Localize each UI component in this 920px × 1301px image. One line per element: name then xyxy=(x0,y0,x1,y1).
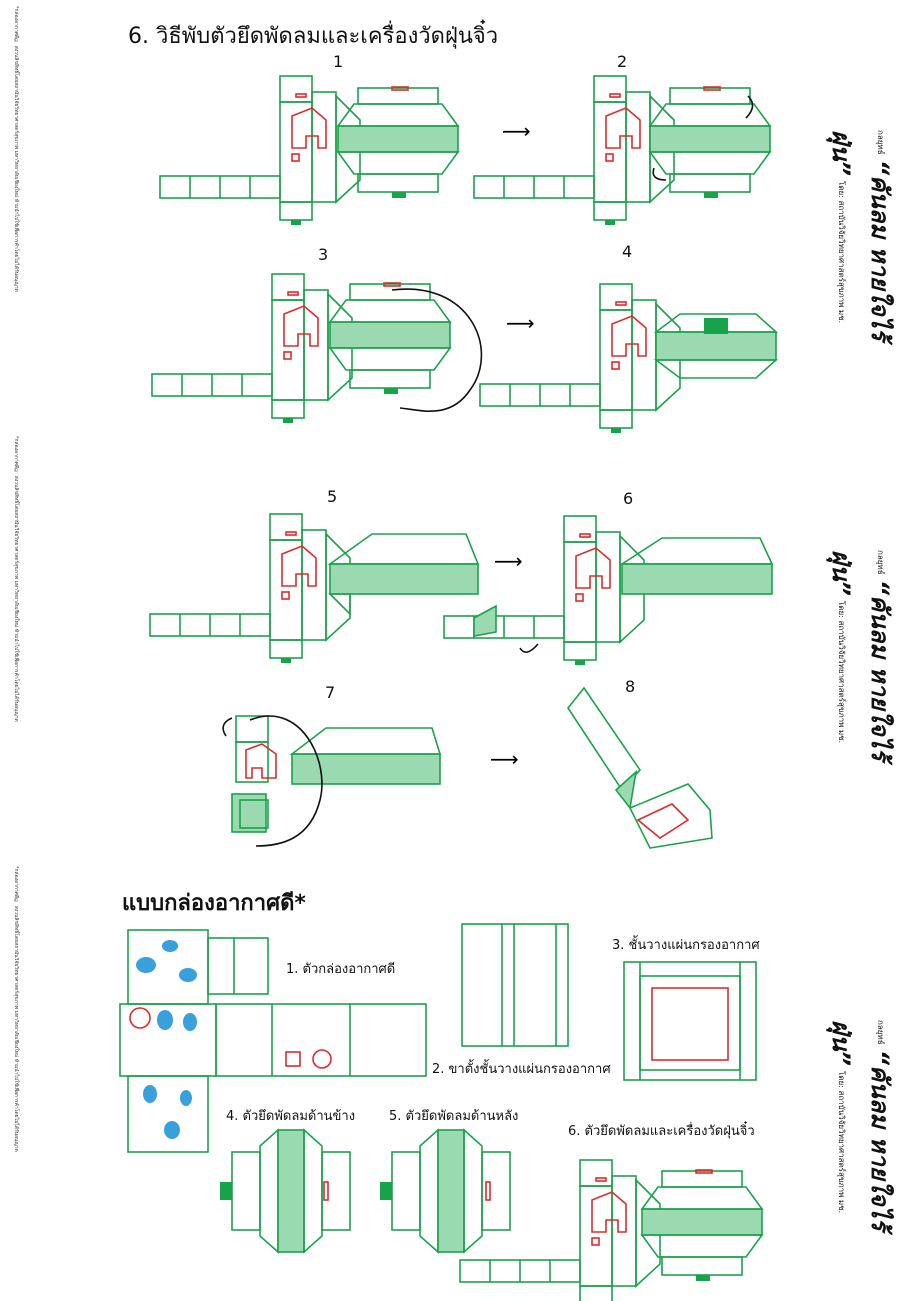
arrow-step-5-6: ⟶ xyxy=(494,549,523,573)
brand-prefix: กลยุทธ์ xyxy=(876,130,885,155)
brand-block-3: กลยุทธ์ “คันลม หายใจไร้ฝุ่น” โดย: สถาบัน… xyxy=(822,1020,900,1260)
brand-block-2: กลยุทธ์ “คันลม หายใจไร้ฝุ่น” โดย: สถาบัน… xyxy=(822,550,900,780)
arrow-step-1-2: ⟶ xyxy=(502,119,531,143)
arrow-step-7-8: ⟶ xyxy=(490,747,519,771)
brand-name: “คันลม หายใจไร้ฝุ่น” xyxy=(827,1020,894,1231)
brand-name: “คันลม หายใจไร้ฝุ่น” xyxy=(827,130,894,341)
box-body-template xyxy=(119,929,427,1153)
brand-prefix: กลยุทธ์ xyxy=(876,1020,885,1045)
step-7-diagram xyxy=(222,715,442,847)
brand-by: โดย: สถาบันวิจัยวิทยาศาสตร์สุขภาพ มช. xyxy=(837,181,846,324)
step-4-diagram xyxy=(479,283,779,434)
part-label-4: 4. ตัวยึดพัดลมด้านข้าง xyxy=(226,1109,356,1124)
step-6-diagram xyxy=(443,515,774,666)
filter-shelf-template xyxy=(623,961,757,1081)
copyright-note-1: *กล่องอากาศดี© สงวนลิขสิทธิ์โดยสถาบันวิจ… xyxy=(13,6,19,292)
step-number-6: 6 xyxy=(623,489,634,508)
part-label-1: 1. ตัวกล่องอากาศดี xyxy=(286,962,396,977)
filter-stand-template xyxy=(461,923,569,1047)
step-1-diagram xyxy=(159,75,459,226)
box-title: แบบกล่องอากาศดี* xyxy=(122,891,306,916)
step-8-diagram xyxy=(567,686,713,849)
step-number-4: 4 xyxy=(622,242,633,261)
brand-block-1: กลยุทธ์ “คันลม หายใจไร้ฝุ่น” โดย: สถาบัน… xyxy=(822,130,900,370)
step-number-7: 7 xyxy=(325,683,336,702)
brand-by: โดย: สถาบันวิจัยวิทยาศาสตร์สุขภาพ มช. xyxy=(837,1071,846,1214)
back-fan-holder-template xyxy=(380,1128,511,1254)
step-number-1: 1 xyxy=(333,52,344,71)
brand-by: โดย: สถาบันวิจัยวิทยาศาสตร์สุขภาพ มช. xyxy=(837,601,846,744)
brand-name: “คันลม หายใจไร้ฝุ่น” xyxy=(827,550,894,761)
section-title: 6. วิธีพับตัวยึดพัดลมและเครื่องวัดฝุ่นจิ… xyxy=(128,24,499,49)
step-number-2: 2 xyxy=(617,52,628,71)
part-label-2: 2. ขาตั้งชั้นวางแผ่นกรองอากาศ xyxy=(432,1062,611,1077)
step-number-5: 5 xyxy=(327,487,338,506)
part-label-6: 6. ตัวยึดพัดลมและเครื่องวัดฝุ่นจิ๋ว xyxy=(568,1124,755,1139)
step-5-diagram xyxy=(149,513,480,664)
step-2-diagram xyxy=(473,75,771,226)
step-3-diagram xyxy=(151,273,483,424)
copyright-note-3: *กล่องอากาศดี© สงวนลิขสิทธิ์โดยสถาบันวิจ… xyxy=(13,866,19,1152)
part-label-3: 3. ชั้นวางแผ่นกรองอากาศ xyxy=(612,938,760,953)
side-fan-holder-template xyxy=(220,1128,351,1254)
brand-prefix: กลยุทธ์ xyxy=(876,550,885,575)
copyright-note-2: *กล่องอากาศดี© สงวนลิขสิทธิ์โดยสถาบันวิจ… xyxy=(13,436,19,722)
step-number-3: 3 xyxy=(318,245,329,264)
part-label-5: 5. ตัวยึดพัดลมด้านหลัง xyxy=(389,1109,519,1124)
step-number-8: 8 xyxy=(625,677,636,696)
arrow-step-3-4: ⟶ xyxy=(506,311,535,335)
